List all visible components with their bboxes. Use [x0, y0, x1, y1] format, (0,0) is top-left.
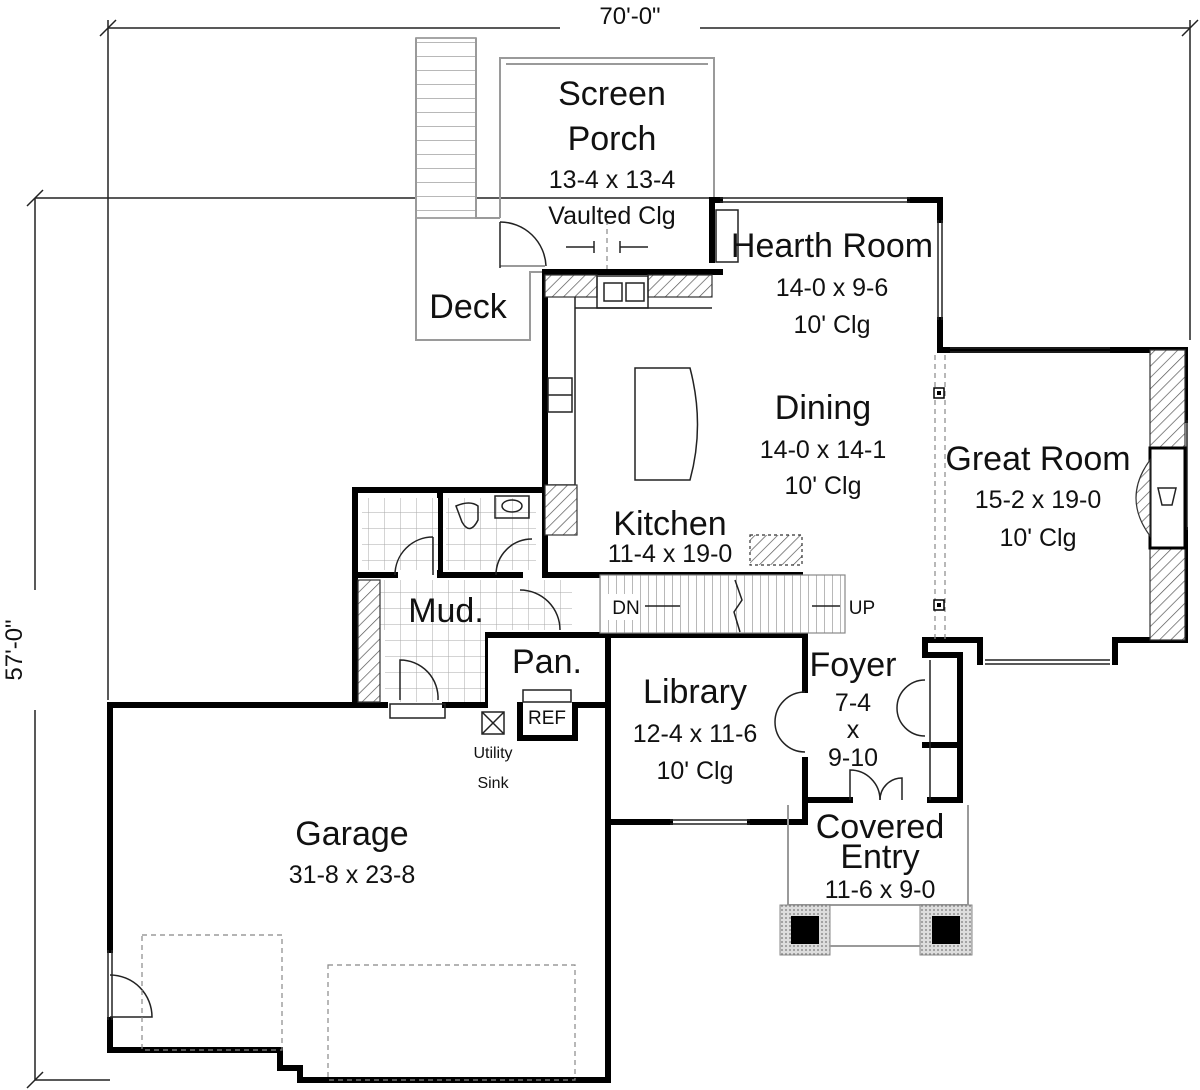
dining-ceiling: 10' Clg — [784, 472, 861, 500]
doors — [109, 679, 926, 1018]
screen-porch-name-1: Screen — [558, 75, 666, 113]
room-foyer: Foyer 7-4 x 9-10 — [810, 646, 897, 772]
dimension-depth: 57'-0" — [1, 189, 720, 1089]
room-covered-entry: Covered Entry 11-6 x 9-0 — [816, 808, 945, 904]
kitchen-counters — [544, 274, 803, 566]
utility-sink-label-1: Utility — [473, 745, 512, 762]
great-room-size: 15-2 x 19-0 — [975, 486, 1101, 514]
mud-name: Mud. — [408, 592, 484, 630]
kitchen-size: 11-4 x 19-0 — [608, 540, 733, 568]
deck-area — [415, 37, 547, 341]
windows — [107, 197, 1188, 1020]
room-dining: Dining 14-0 x 14-1 10' Clg — [760, 389, 886, 500]
garage-name: Garage — [295, 815, 408, 853]
screen-porch-size: 13-4 x 13-4 — [549, 166, 676, 194]
room-screen-porch: Screen Porch 13-4 x 13-4 Vaulted Clg — [548, 75, 675, 230]
covered-entry-area — [779, 805, 973, 956]
screen-porch-frame — [499, 57, 715, 270]
overall-width-label: 70'-0" — [599, 3, 660, 30]
mud-room — [357, 495, 572, 735]
kitchen-name: Kitchen — [613, 505, 726, 543]
hearth-room-ceiling: 10' Clg — [793, 311, 870, 339]
dining-name: Dining — [775, 389, 871, 427]
screen-porch-name-2: Porch — [568, 120, 657, 158]
room-great: Great Room 15-2 x 19-0 10' Clg — [945, 440, 1130, 552]
ref-label: REF — [528, 708, 566, 729]
library-name: Library — [643, 673, 747, 711]
deck-name: Deck — [429, 288, 507, 326]
hearth-room-fireplace — [715, 209, 739, 263]
covered-entry-size: 11-6 x 9-0 — [825, 876, 936, 904]
covered-entry-name-2: Entry — [840, 838, 919, 876]
room-library: Library 12-4 x 11-6 10' Clg — [633, 673, 758, 785]
foyer-name: Foyer — [810, 646, 897, 684]
fireplace-great-room — [1135, 349, 1187, 641]
great-room-ceiling: 10' Clg — [999, 524, 1076, 552]
stair-down-label: DN — [612, 598, 639, 619]
interior-openings — [929, 355, 946, 800]
dimension-width: 70'-0" — [99, 3, 1199, 700]
foyer-size-3: 9-10 — [828, 744, 878, 772]
garage-size: 31-8 x 23-8 — [289, 861, 415, 889]
great-room-name: Great Room — [945, 440, 1130, 478]
overall-depth-label: 57'-0" — [1, 619, 28, 680]
library-size: 12-4 x 11-6 — [633, 720, 758, 748]
room-hearth: Hearth Room 14-0 x 9-6 10' Clg — [731, 227, 933, 339]
room-garage: Garage 31-8 x 23-8 — [289, 815, 415, 889]
utility-sink-label-2: Sink — [477, 775, 509, 792]
stair-up-label: UP — [849, 598, 875, 619]
exterior-walls — [107, 197, 1188, 1083]
library-ceiling: 10' Clg — [656, 757, 733, 785]
garage-bays — [141, 934, 576, 1081]
covered-entry-name-1: Covered — [816, 808, 945, 846]
hearth-room-size: 14-0 x 9-6 — [776, 274, 889, 302]
interior-stairs — [599, 574, 878, 634]
screen-porch-ceiling: Vaulted Clg — [548, 202, 675, 230]
foyer-size-1: 7-4 — [835, 689, 871, 717]
pantry-name: Pan. — [512, 643, 582, 681]
hearth-room-name: Hearth Room — [731, 227, 933, 265]
room-kitchen: Kitchen 11-4 x 19-0 — [608, 505, 733, 568]
dining-size: 14-0 x 14-1 — [760, 436, 886, 464]
foyer-size-2: x — [847, 716, 860, 744]
